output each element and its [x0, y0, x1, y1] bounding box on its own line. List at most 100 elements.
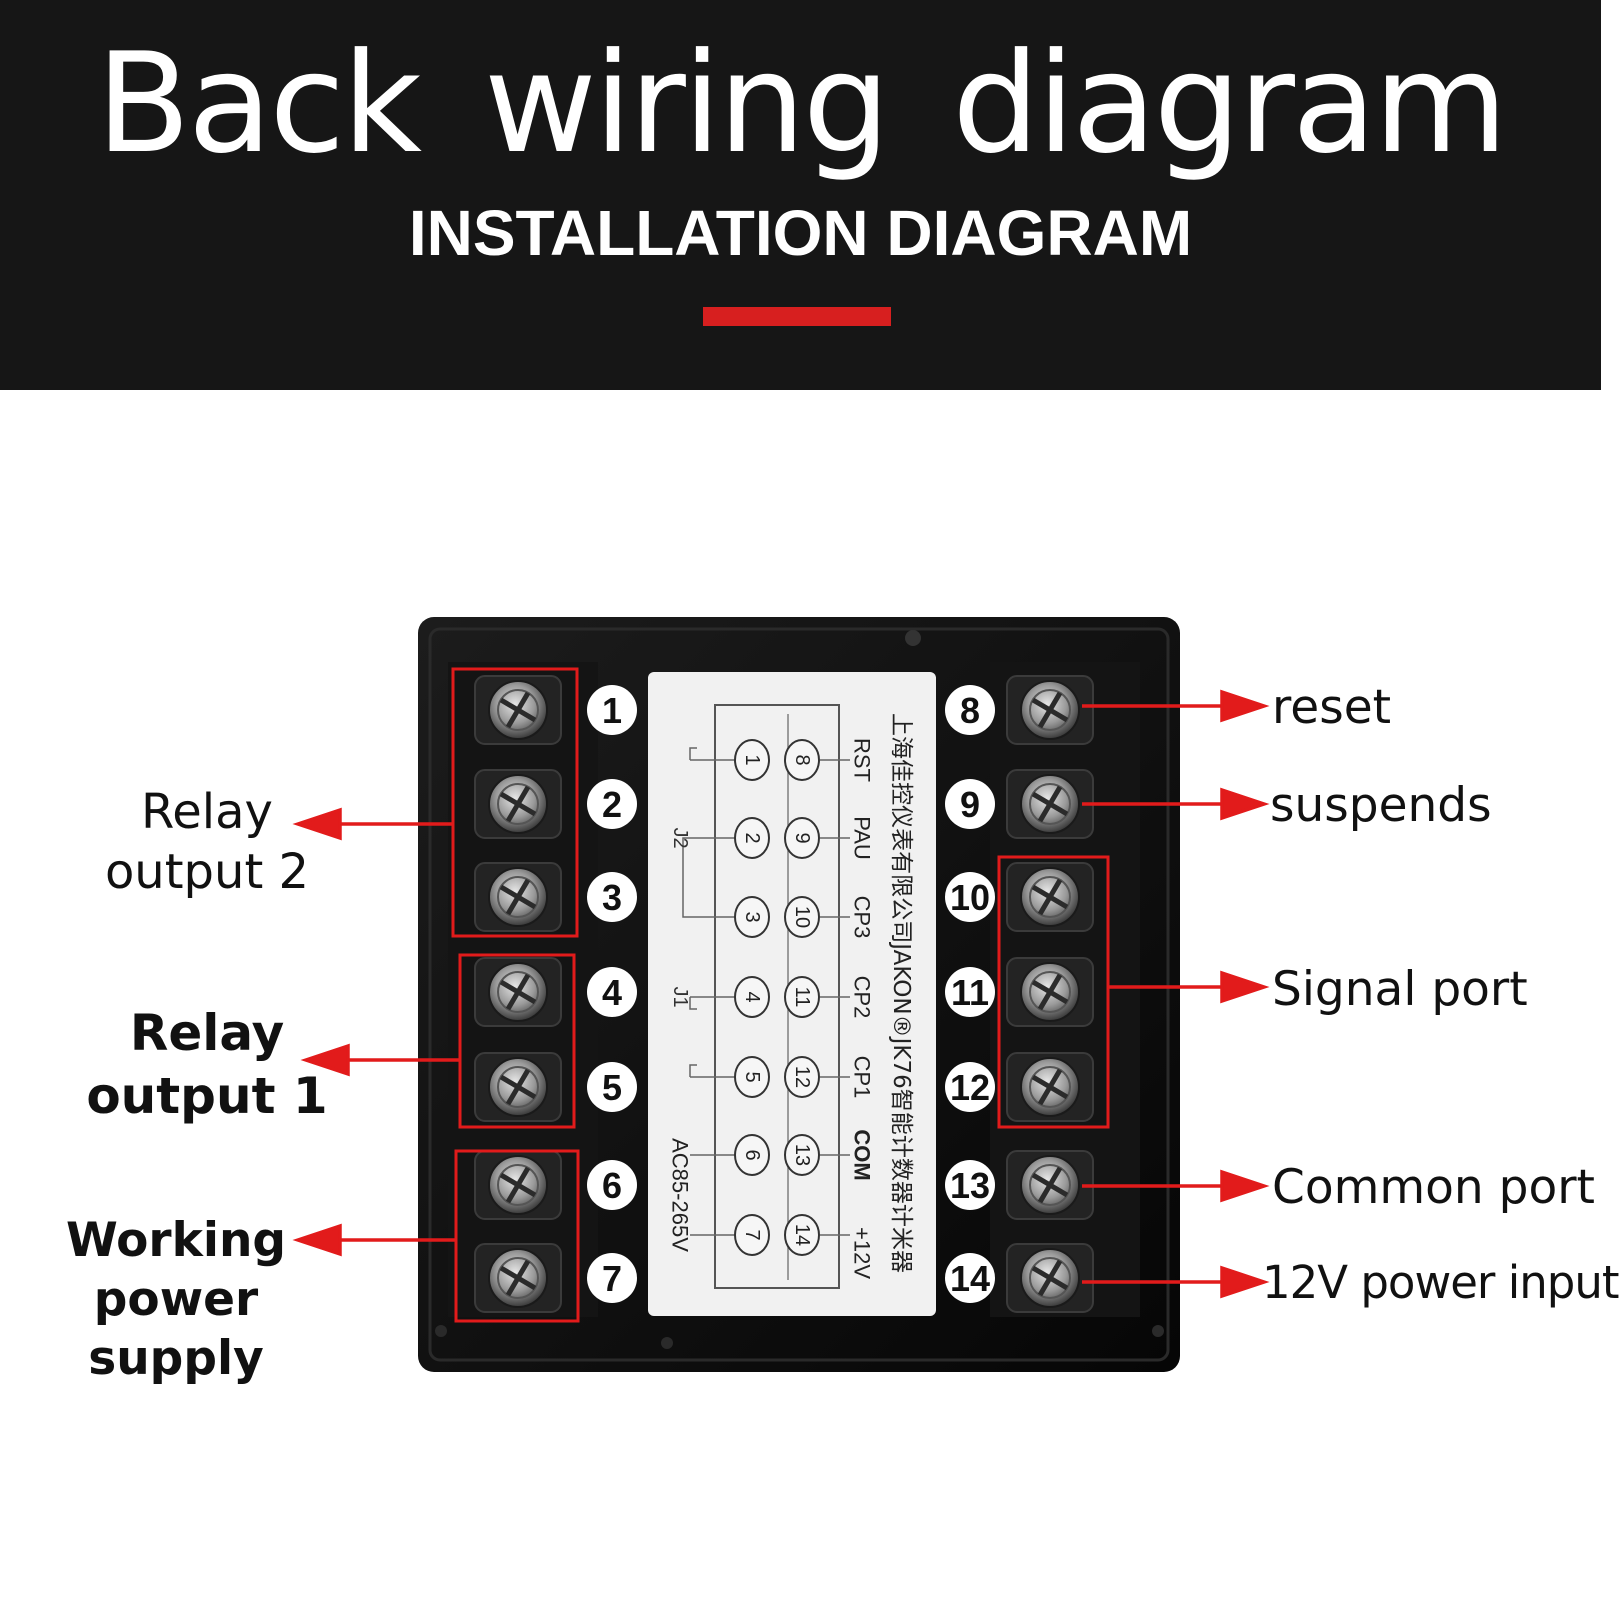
- sticker-jumper-label: J1: [669, 986, 691, 1007]
- sticker-pin-right: [784, 896, 820, 938]
- sticker-pin-left: [734, 896, 770, 938]
- terminal-number: 8: [960, 690, 980, 731]
- sticker-pin-label: 6: [741, 1149, 763, 1160]
- mount-hole: [661, 1337, 673, 1349]
- label-suspends: suspends: [1270, 778, 1492, 833]
- arrow-head-right: [1220, 689, 1270, 723]
- terminal-screw-left: [474, 1243, 562, 1313]
- terminal-screw-left: [474, 675, 562, 745]
- page-subtitle: INSTALLATION DIAGRAM: [408, 197, 1193, 269]
- label-relay-output-2: Relay output 2: [104, 784, 310, 900]
- sticker-company-text: 上海佳控仪表有限公司JAKON®JK76智能计数器计米器: [888, 713, 914, 1273]
- terminal-screw-right: [1006, 1052, 1094, 1122]
- terminal-screw-right: [1006, 1243, 1094, 1313]
- sticker-pin-label: 1: [741, 754, 763, 765]
- terminal-badge-10: 10: [945, 872, 995, 922]
- terminal-badge-12: 12: [945, 1062, 995, 1112]
- arrow-head-right: [1220, 1169, 1270, 1203]
- highlight-power: [454, 1149, 580, 1323]
- sticker-pin-right: [784, 1056, 820, 1098]
- sticker-pin-label: 11: [791, 987, 813, 1008]
- highlight-signal: [997, 855, 1110, 1129]
- arrow-head-left: [292, 807, 342, 841]
- terminal-screw-right: [1006, 862, 1094, 932]
- sticker-signal-label: CP3: [850, 896, 875, 939]
- terminal-screw-right: [1006, 957, 1094, 1027]
- terminal-badge-3: 3: [587, 872, 637, 922]
- terminal-screw-right: [1006, 1150, 1094, 1220]
- arrows: [292, 689, 1270, 1299]
- label-relay-output-1: Relay output 1: [86, 1004, 328, 1125]
- terminal-badge-9: 9: [945, 779, 995, 829]
- terminal-badge-1: 1: [587, 685, 637, 735]
- arrow-head-right: [1220, 970, 1270, 1004]
- terminal-number: 7: [602, 1258, 622, 1299]
- terminal-number: 1: [602, 690, 622, 731]
- header-banner: Back wiring diagram INSTALLATION DIAGRAM: [0, 0, 1601, 390]
- sticker-pin-label: 9: [791, 832, 813, 843]
- terminal-badge-13: 13: [945, 1160, 995, 1210]
- terminal-screw-left: [474, 862, 562, 932]
- accent-bar: [703, 307, 891, 326]
- sticker-pin-left: [734, 1056, 770, 1098]
- label-working-power-supply: Working power supply: [65, 1213, 287, 1386]
- mount-hole: [435, 1325, 447, 1337]
- highlight-relay1: [458, 953, 576, 1129]
- sticker-pin-right: [784, 739, 820, 781]
- page-title: Back wiring diagram: [96, 23, 1508, 184]
- label-reset: reset: [1272, 680, 1392, 735]
- sticker-signal-label: COM: [850, 1129, 875, 1180]
- sticker-pin-label: 4: [741, 991, 763, 1002]
- sticker-supply-label: AC85-265V: [668, 1138, 693, 1252]
- terminal-badge-5: 5: [587, 1062, 637, 1112]
- terminal-screw-left: [474, 957, 562, 1027]
- sticker-signal-label: RST: [850, 738, 875, 782]
- sticker-pin-left: [734, 817, 770, 859]
- sticker-pin-label: 2: [741, 832, 763, 843]
- terminal-number: 12: [950, 1067, 990, 1108]
- terminal-badge-4: 4: [587, 967, 637, 1017]
- terminal-number: 10: [950, 877, 990, 918]
- arrow-head-right: [1220, 787, 1270, 821]
- terminal-number: 11: [951, 972, 989, 1013]
- sticker-signal-label: CP1: [850, 1056, 875, 1099]
- label-12v-power-input: 12V power input: [1262, 1256, 1619, 1309]
- terminal-number: 2: [602, 784, 622, 825]
- sticker-pin-label: 14: [791, 1224, 813, 1246]
- highlight-boxes: [451, 667, 1110, 1323]
- sticker-pin-left: [734, 1134, 770, 1176]
- arrow-head-left: [300, 1043, 350, 1077]
- terminal-number: 14: [950, 1258, 990, 1299]
- terminal-number: 4: [602, 972, 622, 1013]
- terminal-badge-11: 11: [945, 967, 995, 1017]
- sticker-pin-right: [784, 817, 820, 859]
- sticker-pin-label: 10: [791, 906, 813, 928]
- arrow-head-left: [292, 1223, 342, 1257]
- sticker-pin-right: [784, 976, 820, 1018]
- sticker-pin-label: 5: [741, 1071, 763, 1082]
- terminal-screw-left: [474, 1150, 562, 1220]
- terminal-screw-left: [474, 1052, 562, 1122]
- sticker-pin-label: 8: [791, 754, 813, 765]
- highlight-relay2: [451, 667, 579, 938]
- sticker-pin-label: 7: [741, 1229, 763, 1240]
- sticker-signal-label: CP2: [850, 976, 875, 1019]
- sticker-pin-right: [784, 1134, 820, 1176]
- sticker-pin-left: [734, 1214, 770, 1256]
- terminal-number: 5: [602, 1067, 622, 1108]
- terminal-badge-7: 7: [587, 1253, 637, 1303]
- label-common-port: Common port: [1272, 1160, 1595, 1215]
- terminal-screw-right: [1006, 769, 1094, 839]
- terminal-screw-right: [1006, 675, 1094, 745]
- sticker-pin-label: 13: [791, 1144, 813, 1166]
- terminal-number: 6: [602, 1165, 622, 1206]
- terminal-badge-6: 6: [587, 1160, 637, 1210]
- terminal-badge-8: 8: [945, 685, 995, 735]
- mount-hole: [1152, 1325, 1164, 1337]
- sticker-pin-left: [734, 976, 770, 1018]
- terminal-number: 9: [960, 784, 980, 825]
- sticker-jumper-label: J2: [669, 827, 691, 848]
- label-signal-port: Signal port: [1272, 962, 1528, 1017]
